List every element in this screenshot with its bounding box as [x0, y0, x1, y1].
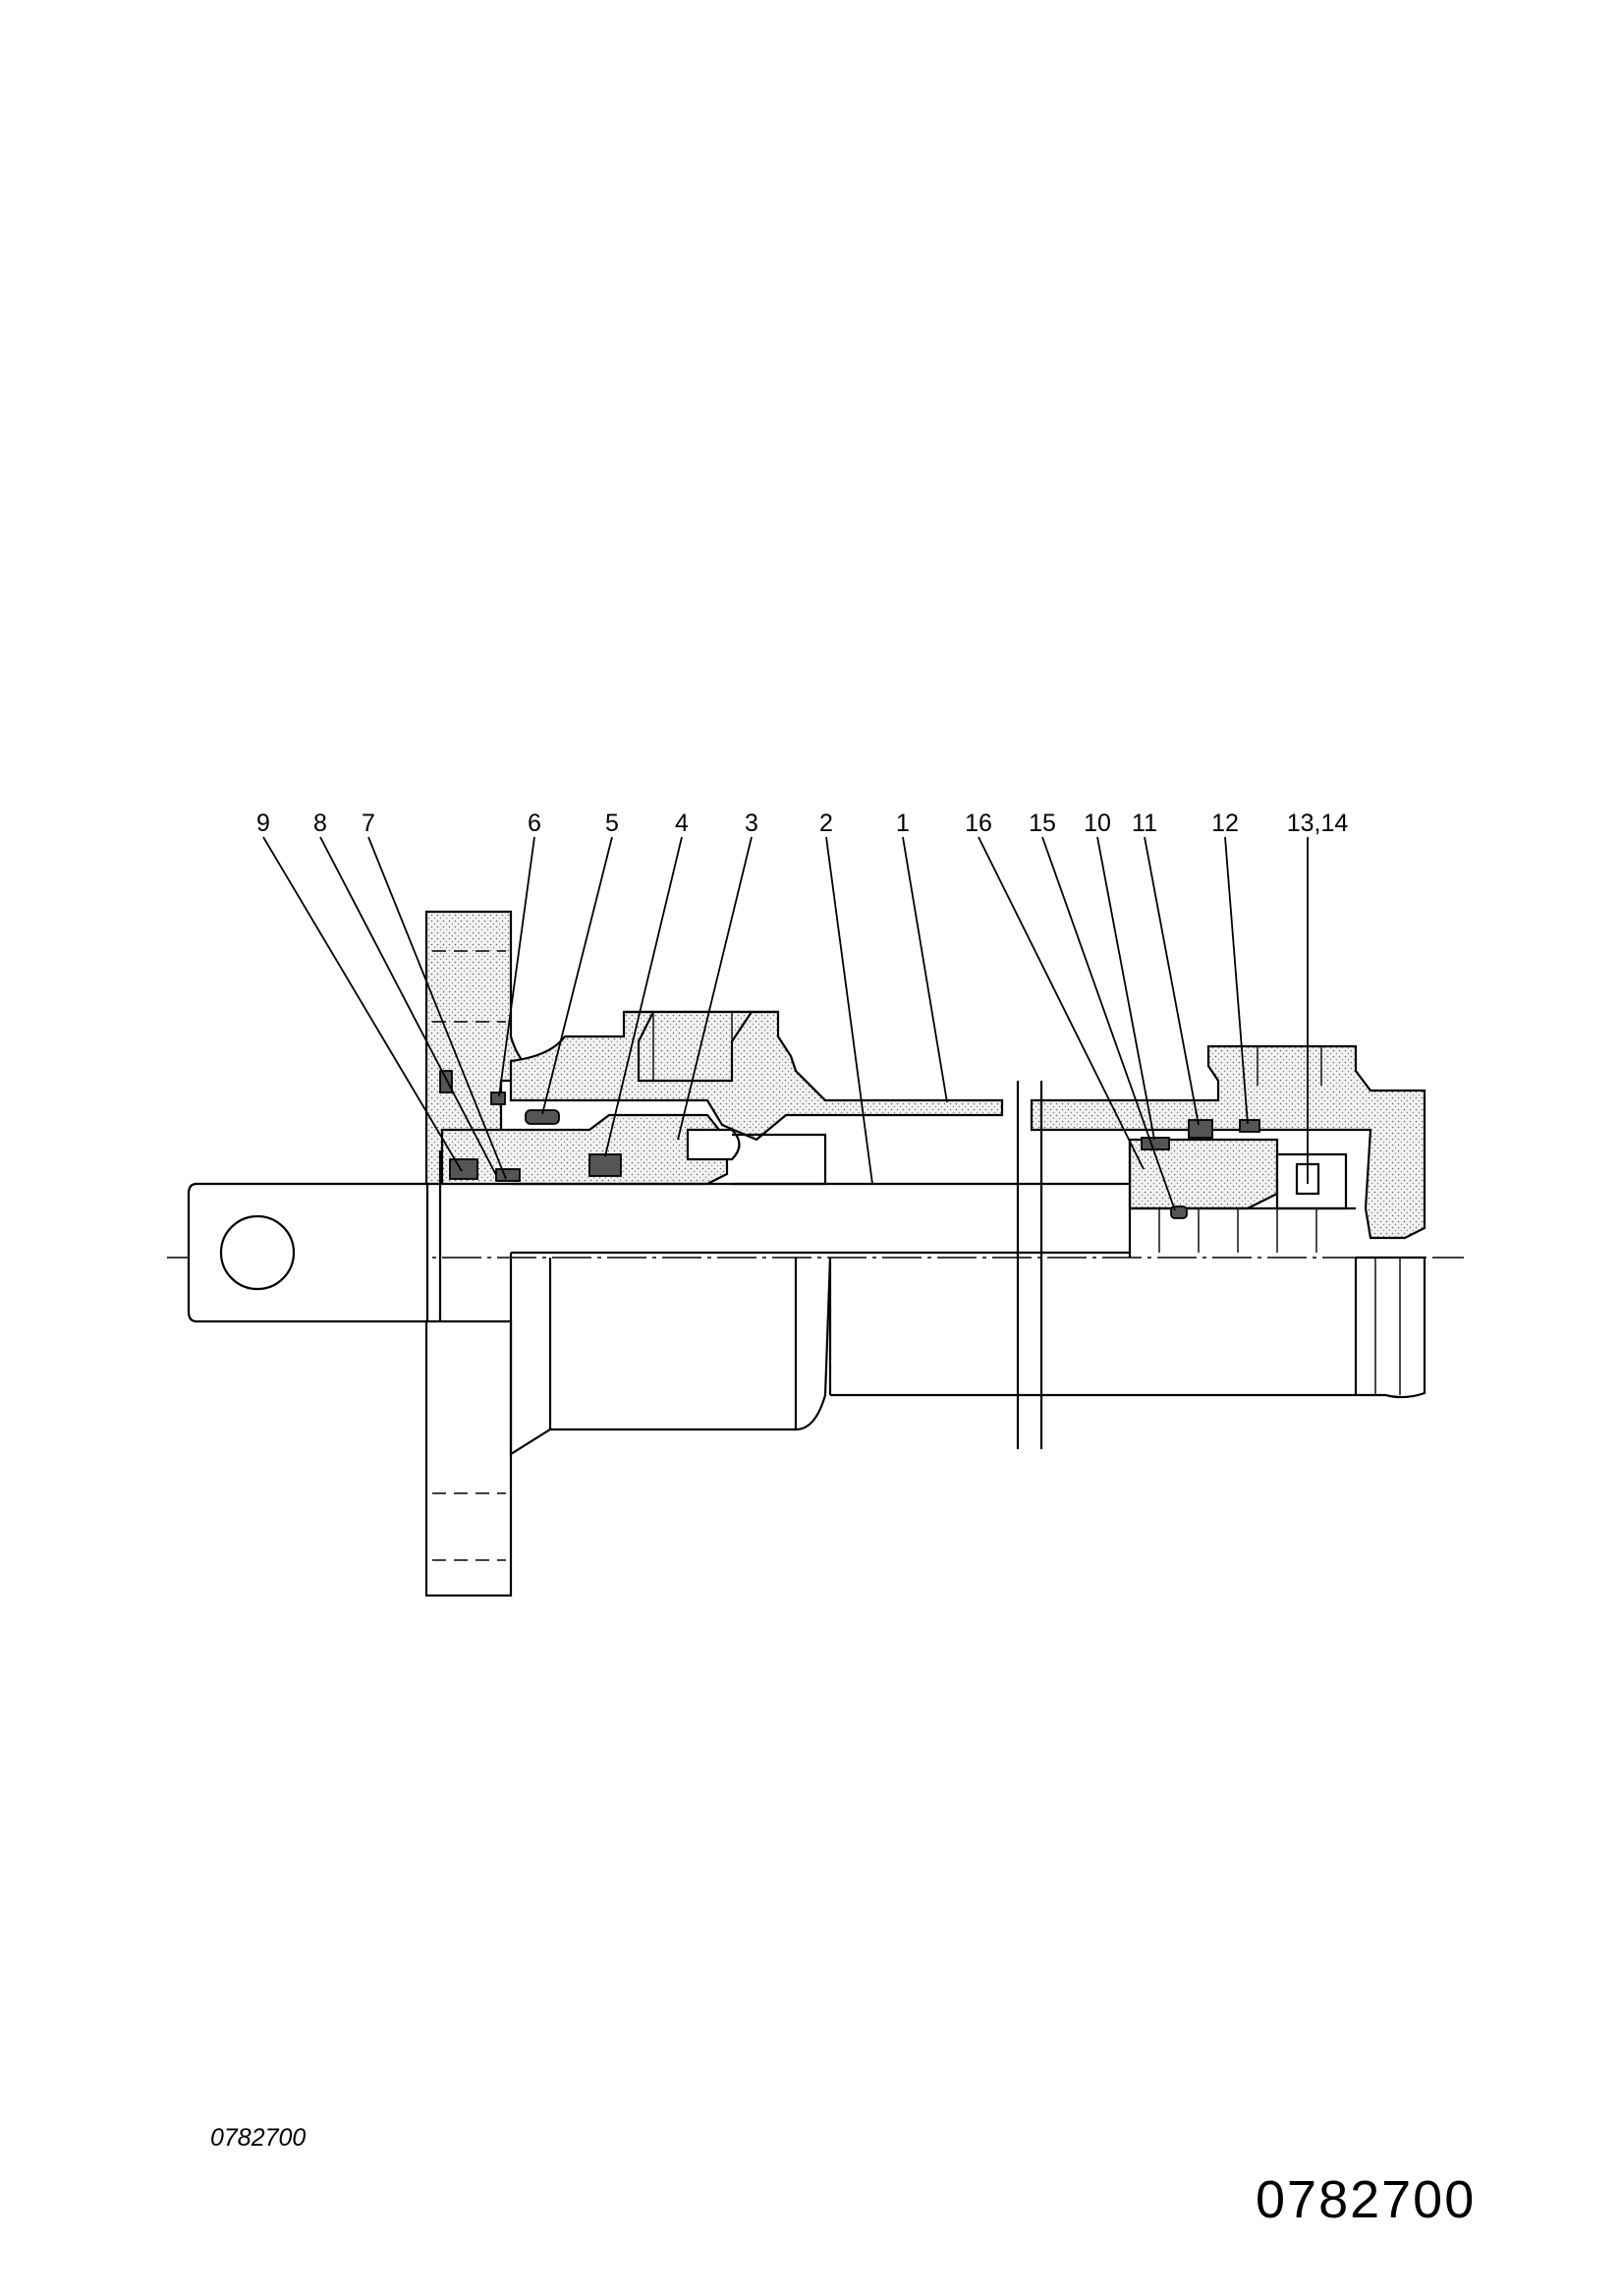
seal-item-12 [1239, 1119, 1260, 1133]
cylinder-body-section [509, 1010, 1426, 1240]
leader-lines [262, 836, 1309, 1211]
primary-piston-section [440, 1113, 827, 1186]
callout-1: 1 [896, 810, 910, 837]
seal-item-5 [525, 1109, 560, 1125]
callout-8: 8 [313, 810, 327, 837]
seal-item-7 [495, 1168, 521, 1182]
callout-11: 11 [1132, 810, 1157, 837]
callout-4: 4 [675, 810, 689, 837]
cylinder-body-outline [509, 1253, 1426, 1456]
seal-item-10 [1141, 1137, 1170, 1150]
seal-item-8 [449, 1158, 478, 1180]
figure-number-large: 0782700 [1256, 2170, 1477, 2229]
mounting-flange [424, 910, 551, 1597]
break-lines [1016, 1081, 1043, 1449]
callout-15: 15 [1029, 810, 1056, 837]
figure-number-small: 0782700 [210, 2124, 307, 2152]
seal-item-4 [588, 1153, 622, 1177]
callout-6: 6 [528, 810, 541, 837]
callout-5: 5 [605, 810, 619, 837]
callout-2: 2 [819, 810, 833, 837]
push-rod [187, 1182, 429, 1323]
callout-16: 16 [965, 810, 992, 837]
seal-item-6 [490, 1092, 506, 1105]
callout-13-14: 13,14 [1287, 810, 1349, 837]
piston-rod [511, 1182, 1130, 1255]
callout-9: 9 [256, 810, 270, 837]
callout-3: 3 [745, 810, 758, 837]
callout-10: 10 [1084, 810, 1111, 837]
secondary-piston-section [1128, 1138, 1356, 1258]
callout-labels: 9 8 7 6 5 4 3 2 1 16 15 10 11 12 13,14 [256, 810, 1348, 837]
callout-7: 7 [362, 810, 375, 837]
callout-12: 12 [1211, 810, 1239, 837]
seal-item-11 [1188, 1119, 1213, 1139]
seal-item-9 [439, 1070, 453, 1093]
